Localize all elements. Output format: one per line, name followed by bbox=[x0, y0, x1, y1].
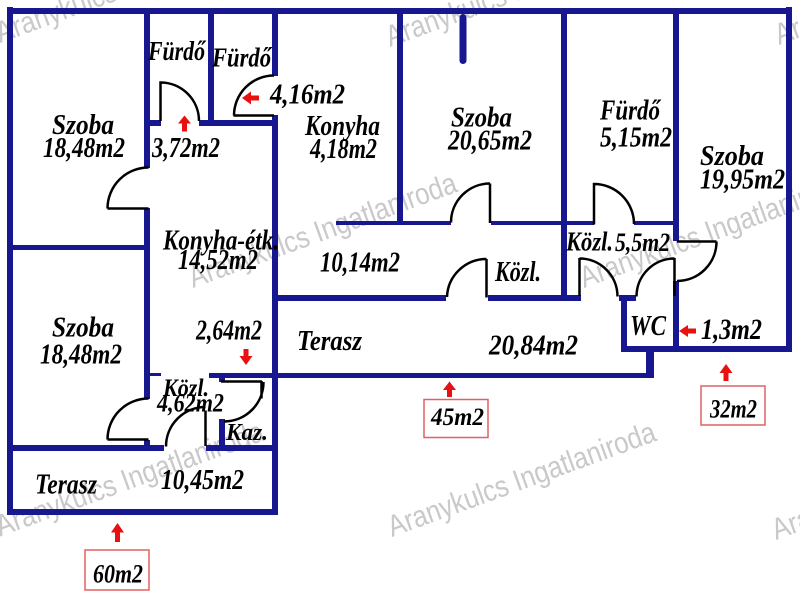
svg-text:32m2: 32m2 bbox=[709, 395, 757, 424]
svg-text:Közl.: Közl. bbox=[162, 375, 209, 402]
svg-text:Szoba: Szoba bbox=[52, 110, 114, 141]
svg-text:5,15m2: 5,15m2 bbox=[600, 123, 672, 154]
svg-text:1,3m2: 1,3m2 bbox=[701, 313, 762, 346]
svg-text:18,48m2: 18,48m2 bbox=[40, 340, 122, 371]
svg-text:WC: WC bbox=[630, 311, 667, 342]
svg-text:45m2: 45m2 bbox=[430, 404, 484, 431]
svg-text:20,84m2: 20,84m2 bbox=[488, 331, 578, 362]
svg-text:Konyha: Konyha bbox=[304, 111, 380, 142]
svg-text:Fürdő: Fürdő bbox=[147, 36, 206, 66]
svg-text:3,72m2: 3,72m2 bbox=[151, 133, 220, 164]
svg-text:60m2: 60m2 bbox=[93, 560, 143, 589]
svg-text:10,14m2: 10,14m2 bbox=[320, 248, 400, 279]
svg-text:Közl.: Közl. bbox=[565, 227, 613, 257]
svg-text:Terasz: Terasz bbox=[297, 326, 362, 357]
svg-text:Közl.: Közl. bbox=[494, 257, 541, 288]
svg-text:Kaz.: Kaz. bbox=[225, 420, 268, 446]
svg-text:Szoba: Szoba bbox=[700, 141, 764, 172]
svg-text:5,5m2: 5,5m2 bbox=[615, 228, 670, 257]
svg-text:18,48m2: 18,48m2 bbox=[43, 133, 125, 164]
svg-text:Fürdő: Fürdő bbox=[211, 43, 272, 73]
svg-text:14,52m2: 14,52m2 bbox=[178, 245, 258, 276]
svg-text:19,95m2: 19,95m2 bbox=[700, 165, 785, 196]
svg-text:4,18m2: 4,18m2 bbox=[309, 134, 377, 165]
svg-text:Szoba: Szoba bbox=[52, 313, 114, 344]
svg-text:Szoba: Szoba bbox=[451, 103, 512, 134]
svg-text:Konyha-étk.: Konyha-étk. bbox=[162, 226, 279, 257]
svg-text:20,65m2: 20,65m2 bbox=[447, 126, 532, 157]
svg-text:10,45m2: 10,45m2 bbox=[161, 465, 244, 496]
svg-text:4,62m2: 4,62m2 bbox=[156, 389, 224, 418]
svg-text:4,16m2: 4,16m2 bbox=[269, 80, 345, 111]
svg-text:2,64m2: 2,64m2 bbox=[195, 316, 262, 347]
svg-text:Terasz: Terasz bbox=[35, 470, 97, 501]
svg-text:Fürdő: Fürdő bbox=[599, 96, 661, 127]
